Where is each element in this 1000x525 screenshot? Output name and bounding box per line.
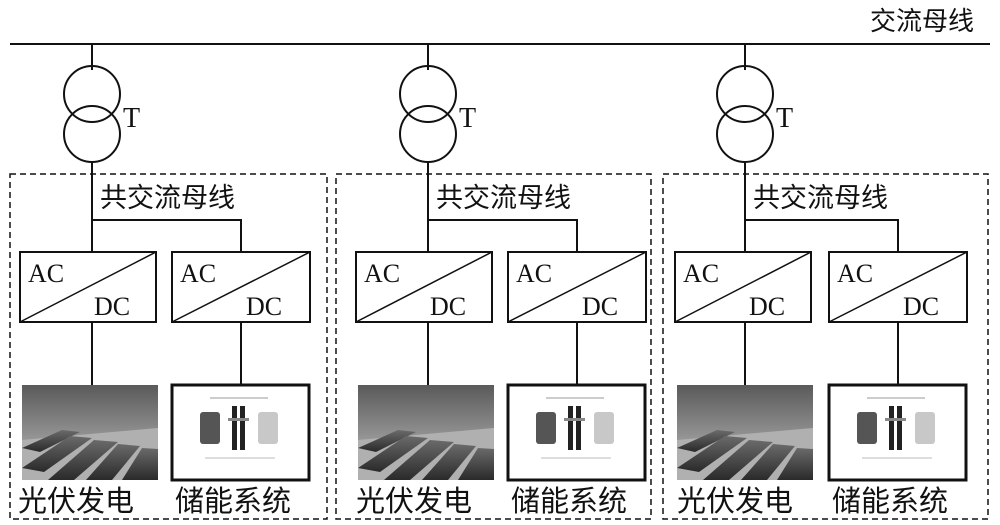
pv-panel-image [358,385,494,480]
transformer-label: T [776,103,793,134]
transformer-label: T [459,103,476,134]
transformer [399,65,457,163]
pv-converter-ac: AC [28,259,64,288]
pv-converter-dc: DC [94,292,130,321]
unit-enclosure [662,173,989,520]
pv-converter-dc: DC [749,292,785,321]
pv-label: 光伏发电 [356,484,472,518]
storage-converter-ac: AC [180,259,216,288]
pv-converter-ac: AC [364,259,400,288]
transformer [63,65,121,163]
pv-label: 光伏发电 [677,484,793,518]
common-ac-bus [428,219,578,252]
pv-converter: AC DC [355,251,493,323]
storage-converter-ac: AC [516,259,552,288]
storage-system-image [170,383,311,482]
common-bus-label: 共交流母线 [100,183,235,214]
common-bus-label: 共交流母线 [436,183,571,214]
storage-converter: AC DC [507,251,647,323]
unit-2: T 共交流母线 AC DC AC DC [335,44,652,520]
storage-label: 储能系统 [175,484,291,518]
pv-converter-dc: DC [430,292,466,321]
storage-label: 储能系统 [832,484,948,518]
storage-converter-dc: DC [246,292,282,321]
storage-converter-dc: DC [903,292,939,321]
pv-converter-ac: AC [683,259,719,288]
pv-panel-image [22,385,158,480]
common-bus-label: 共交流母线 [753,183,888,214]
unit-1: T 共交流母线 AC DC AC DC [9,44,328,520]
storage-system-image [827,383,968,482]
storage-converter: AC DC [828,251,968,323]
pv-label: 光伏发电 [18,484,134,518]
transformer-label: T [123,103,140,134]
storage-converter-ac: AC [837,259,873,288]
transformer [716,65,774,163]
common-ac-bus [745,219,899,252]
unit-3: T 共交流母线 AC DC AC DC [662,44,989,520]
pv-panel-image [677,385,813,480]
unit-enclosure [9,173,328,520]
storage-system-image [506,383,647,482]
pv-converter: AC DC [674,251,812,323]
common-ac-bus [92,219,242,252]
storage-converter-dc: DC [582,292,618,321]
main-bus-label: 交流母线 [870,7,974,37]
storage-label: 储能系统 [511,484,627,518]
pv-converter: AC DC [19,251,157,323]
storage-converter: AC DC [171,251,311,323]
